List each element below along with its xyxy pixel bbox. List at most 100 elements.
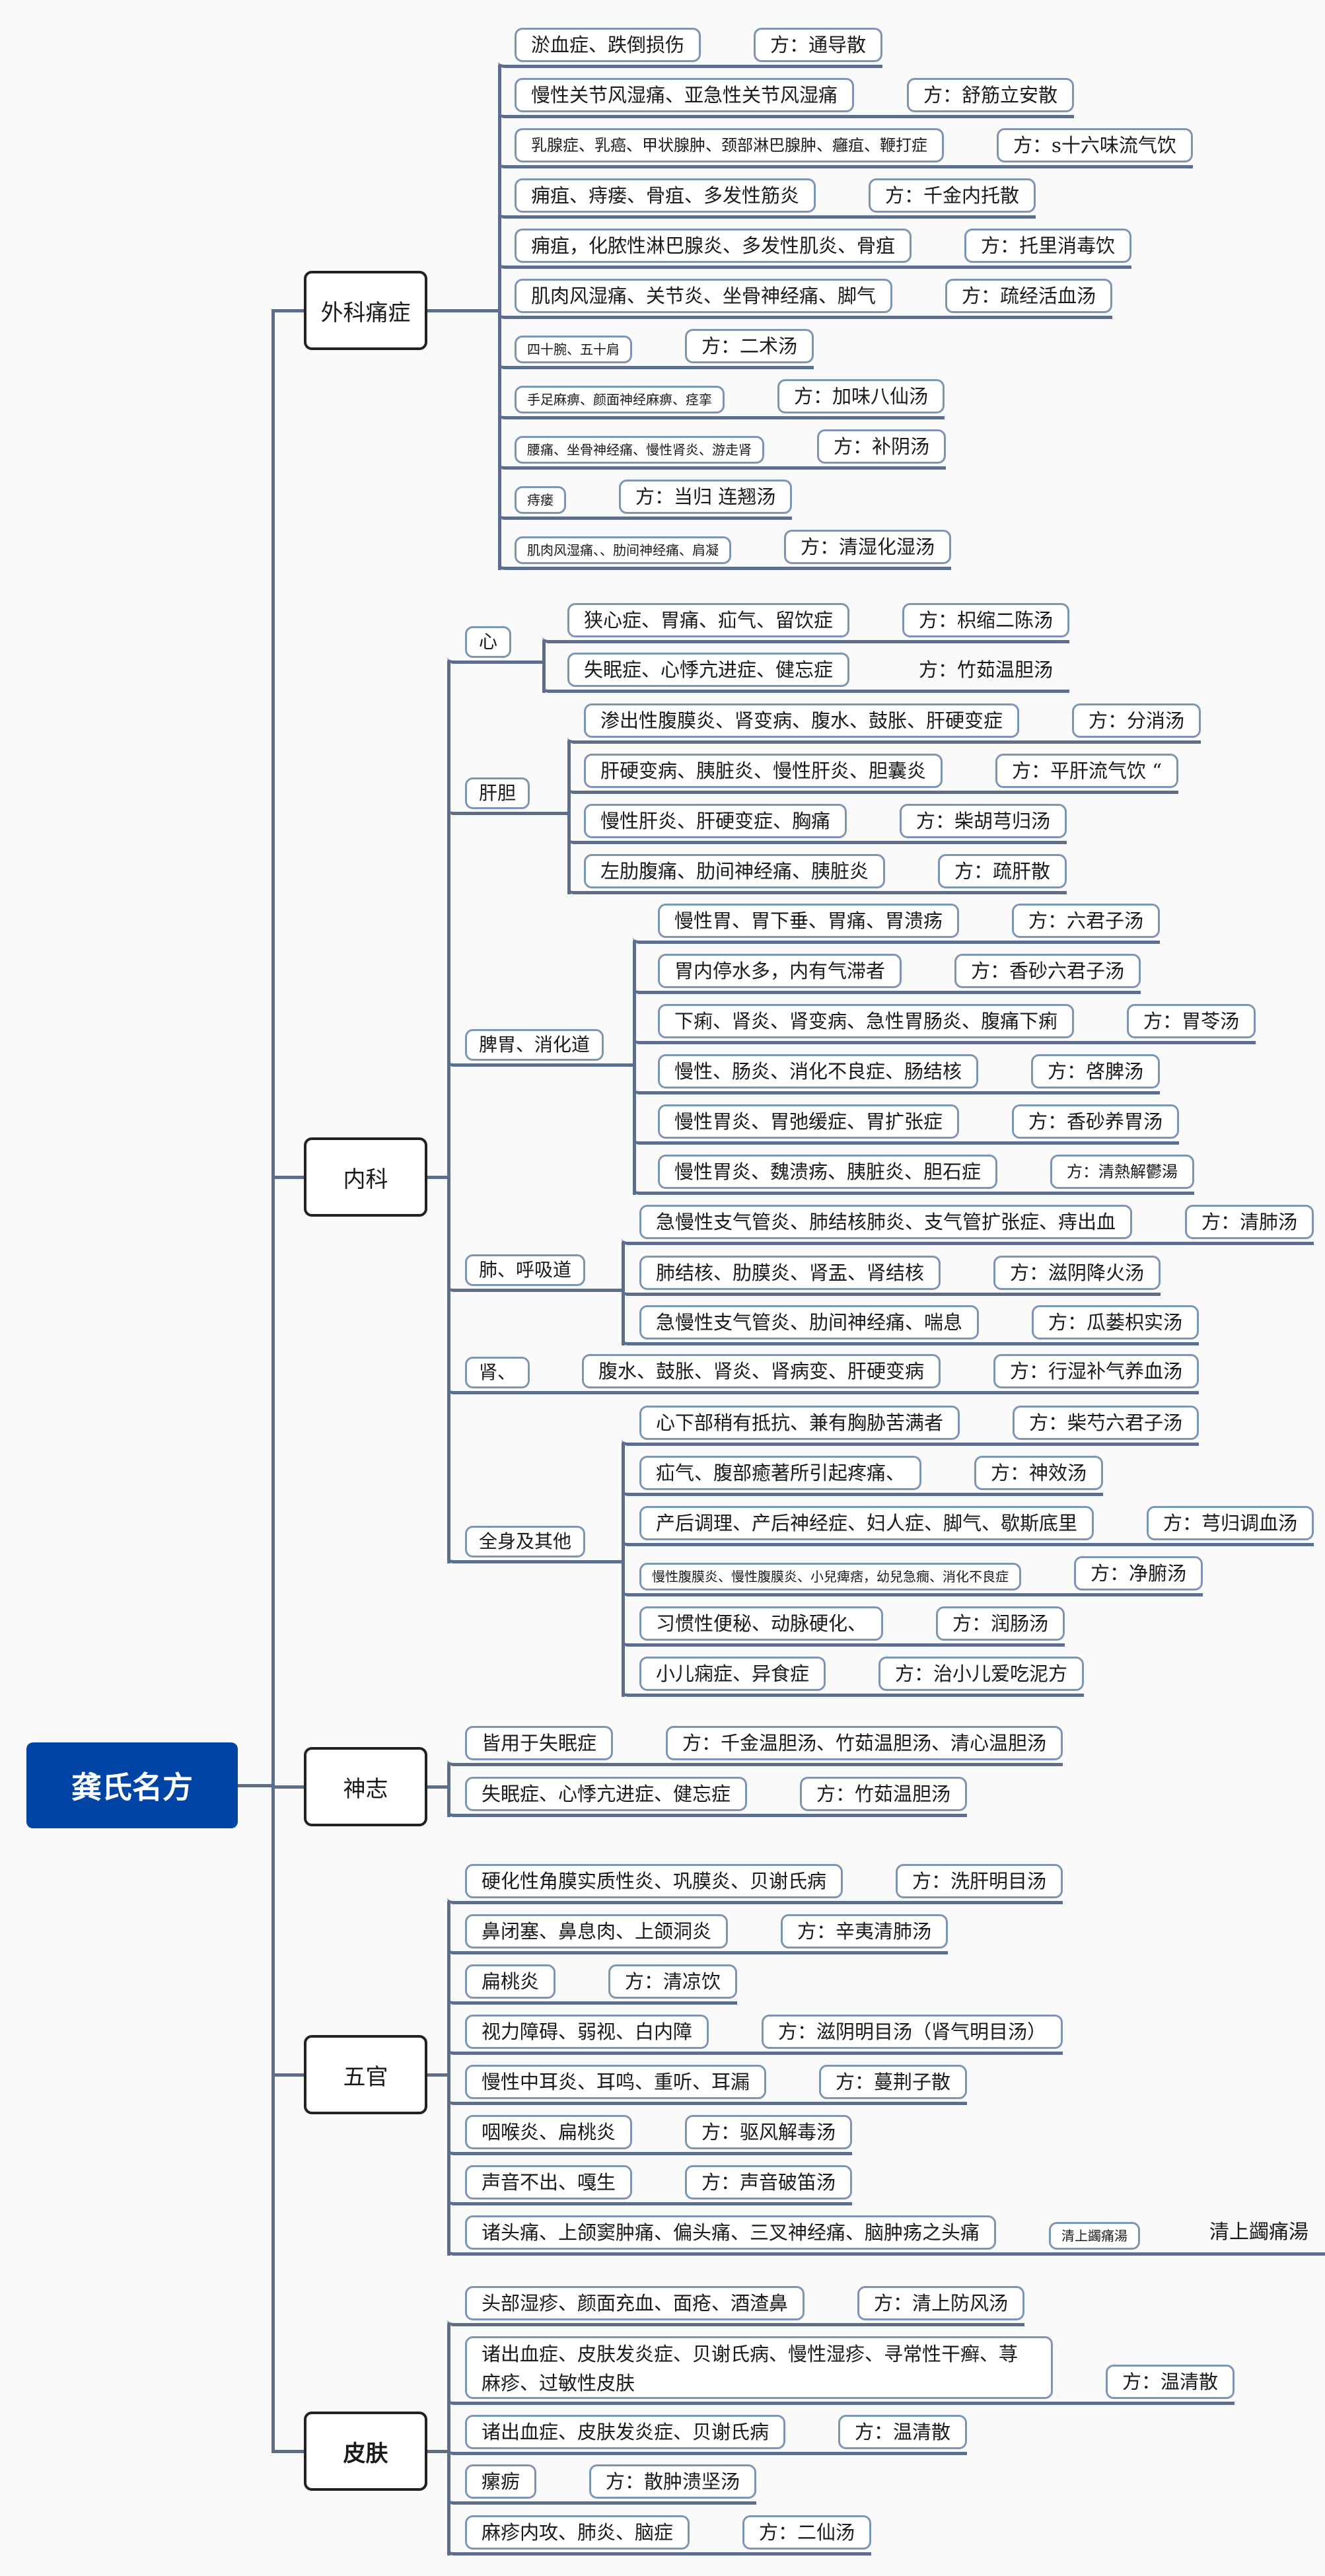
formula-node[interactable]: 方：蔓荆子散 bbox=[819, 2065, 968, 2099]
symptom-node[interactable]: 失眠症、心悸亢进症、健忘症 bbox=[567, 653, 850, 687]
formula-node[interactable]: 方：托里消毒饮 bbox=[964, 229, 1132, 263]
symptom-node[interactable]: 慢性胃炎、胃弛缓症、胃扩张症 bbox=[658, 1104, 960, 1139]
formula-node[interactable]: 方：平肝流气饮 “ bbox=[995, 754, 1179, 788]
symptom-node[interactable]: 慢性、肠炎、消化不良症、肠结核 bbox=[658, 1054, 979, 1089]
formula-node[interactable]: 方：六君子汤 bbox=[1012, 904, 1161, 938]
symptom-node[interactable]: 狭心症、胃痛、疝气、留饮症 bbox=[567, 603, 850, 637]
formula-node[interactable]: 方：加味八仙汤 bbox=[777, 379, 945, 413]
formula-node[interactable]: 方：驱风解毒汤 bbox=[685, 2115, 853, 2149]
formula-node[interactable]: 方：柴胡芎归汤 bbox=[900, 804, 1067, 838]
category-node[interactable]: 神志 bbox=[304, 1747, 427, 1826]
formula-node[interactable]: 方：净腑汤 bbox=[1074, 1556, 1203, 1591]
category-node[interactable]: 外科痛症 bbox=[304, 271, 427, 350]
formula-node[interactable]: 方：补阴汤 bbox=[817, 429, 947, 464]
category-node[interactable]: 五官 bbox=[304, 2035, 427, 2114]
symptom-node[interactable]: 麻疹内攻、肺炎、脑症 bbox=[465, 2515, 690, 2550]
symptom-node[interactable]: 四十腕、五十肩 bbox=[515, 336, 632, 363]
formula-node[interactable]: 方：滋阴降火汤 bbox=[993, 1256, 1161, 1290]
formula-node[interactable]: 方：二术汤 bbox=[685, 329, 814, 363]
symptom-node[interactable]: 肌肉风湿痛、关节炎、坐骨神经痛、脚气 bbox=[515, 279, 893, 313]
formula-node[interactable]: 方：温清散 bbox=[1106, 2365, 1235, 2399]
formula-node[interactable]: 方：香砂养胃汤 bbox=[1012, 1104, 1180, 1139]
formula-node[interactable]: 方：声音破笛汤 bbox=[685, 2165, 853, 2200]
formula-node[interactable]: 方：分消汤 bbox=[1072, 703, 1201, 738]
symptom-node[interactable]: 腹水、鼓胀、肾炎、肾病变、肝硬变病 bbox=[582, 1354, 941, 1388]
symptom-node[interactable]: 硬化性角膜实质性炎、巩膜炎、贝谢氏病 bbox=[465, 1864, 843, 1898]
symptom-node[interactable]: 声音不出、嘎生 bbox=[465, 2165, 633, 2200]
formula-node[interactable]: 方：竹茹温胆汤 bbox=[919, 659, 1054, 681]
symptom-node[interactable]: 产后调理、产后神经症、妇人症、脚气、歇斯底里 bbox=[639, 1506, 1094, 1540]
subcategory-node[interactable]: 肾、 bbox=[465, 1357, 530, 1388]
formula-node[interactable]: 方：瓜蒌枳实汤 bbox=[1032, 1305, 1200, 1340]
formula-node[interactable]: 方：行湿补气养血汤 bbox=[993, 1354, 1200, 1388]
subcategory-node[interactable]: 全身及其他 bbox=[465, 1526, 586, 1557]
symptom-node[interactable]: 慢性中耳炎、耳鸣、重听、耳漏 bbox=[465, 2065, 767, 2099]
symptom-node[interactable]: 瘰疬 bbox=[465, 2464, 537, 2499]
symptom-node[interactable]: 心下部稍有抵抗、兼有胸胁苦满者 bbox=[639, 1406, 960, 1440]
formula-node[interactable]: 方：清湿化湿汤 bbox=[784, 530, 952, 564]
symptom-node[interactable]: 诸出血症、皮肤发炎症、贝谢氏病、慢性湿疹、寻常性干癣、荨麻疹、过敏性皮肤 bbox=[465, 2336, 1053, 2399]
formula-node[interactable]: 方：芎归调血汤 bbox=[1147, 1506, 1314, 1540]
symptom-node[interactable]: 左肋腹痛、肋间神经痛、胰脏炎 bbox=[584, 854, 886, 888]
symptom-node[interactable]: 咽喉炎、扁桃炎 bbox=[465, 2115, 633, 2149]
formula-node[interactable]: 方：枳缩二陈汤 bbox=[902, 603, 1070, 637]
symptom-node[interactable]: 痈疽，化脓性淋巴腺炎、多发性肌炎、骨疽 bbox=[515, 229, 912, 263]
symptom-node[interactable]: 慢性胃炎、魏溃疡、胰脏炎、胆石症 bbox=[658, 1155, 998, 1189]
formula-node[interactable]: 清上蠲痛湯 bbox=[1049, 2222, 1141, 2250]
symptom-node[interactable]: 肺结核、肋膜炎、肾盂、肾结核 bbox=[639, 1256, 941, 1290]
symptom-node[interactable]: 慢性关节风湿痛、亚急性关节风湿痛 bbox=[515, 78, 855, 112]
subcategory-node[interactable]: 肺、呼吸道 bbox=[465, 1254, 586, 1286]
formula-node[interactable]: 方：千金内托散 bbox=[869, 178, 1036, 213]
formula-node[interactable]: 方：散肿溃坚汤 bbox=[589, 2464, 757, 2499]
symptom-node[interactable]: 肝硬变病、胰脏炎、慢性肝炎、胆囊炎 bbox=[584, 754, 943, 788]
symptom-node[interactable]: 痔瘘 bbox=[515, 486, 566, 514]
symptom-node[interactable]: 头部湿疹、颜面充血、面疮、酒渣鼻 bbox=[465, 2286, 805, 2320]
formula-node[interactable]: 方：疏经活血汤 bbox=[945, 279, 1113, 313]
formula-node[interactable]: 方：柴芍六君子汤 bbox=[1013, 1406, 1200, 1440]
formula-node[interactable]: 方：胃苓汤 bbox=[1127, 1004, 1256, 1038]
symptom-node[interactable]: 慢性腹膜炎、慢性腹膜炎、小兒痺痞，幼兒急癇、消化不良症 bbox=[639, 1563, 1021, 1591]
formula-node[interactable]: 方：洗肝明目汤 bbox=[896, 1864, 1063, 1898]
symptom-node[interactable]: 皆用于失眠症 bbox=[465, 1726, 614, 1760]
symptom-node[interactable]: 慢性胃、胃下垂、胃痛、胃溃疡 bbox=[658, 904, 960, 938]
formula-node[interactable]: 方：清肺汤 bbox=[1185, 1205, 1314, 1239]
formula-node[interactable]: 方：当归 连翘汤 bbox=[619, 480, 793, 514]
symptom-node[interactable]: 视力障碍、弱视、白内障 bbox=[465, 2015, 709, 2049]
formula-node[interactable]: 方：竹茹温胆汤 bbox=[800, 1777, 968, 1811]
formula-node[interactable]: 方：二仙汤 bbox=[742, 2515, 872, 2550]
symptom-node[interactable]: 习惯性便秘、动脉硬化、 bbox=[639, 1606, 884, 1641]
symptom-node[interactable]: 诸头痛、上颌窦肿痛、偏头痛、三叉神经痛、脑肿疡之头痛 bbox=[465, 2215, 997, 2250]
root-node[interactable]: 龚氏名方 bbox=[26, 1742, 238, 1828]
symptom-node[interactable]: 急慢性支气管炎、肺结核肺炎、支气管扩张症、痔出血 bbox=[639, 1205, 1133, 1239]
symptom-node[interactable]: 急慢性支气管炎、肋间神经痛、喘息 bbox=[639, 1305, 980, 1340]
symptom-node[interactable]: 慢性肝炎、肝硬变症、胸痛 bbox=[584, 804, 847, 838]
category-node[interactable]: 皮肤 bbox=[304, 2412, 427, 2491]
formula-node[interactable]: 方：清上防风汤 bbox=[857, 2286, 1025, 2320]
formula-node[interactable]: 方：香砂六君子汤 bbox=[954, 954, 1141, 988]
formula-node[interactable]: 方：千金温胆汤、竹茹温胆汤、清心温胆汤 bbox=[666, 1726, 1063, 1760]
formula-node[interactable]: 方：温清散 bbox=[838, 2415, 968, 2449]
symptom-node[interactable]: 扁桃炎 bbox=[465, 1964, 556, 1999]
symptom-node[interactable]: 乳腺症、乳癌、甲状腺肿、颈部淋巴腺肿、癰疽、鞭打症 bbox=[515, 128, 944, 162]
formula-node[interactable]: 方：神效汤 bbox=[974, 1456, 1104, 1490]
symptom-node[interactable]: 渗出性腹膜炎、肾变病、腹水、鼓胀、肝硬变症 bbox=[584, 703, 1020, 738]
symptom-node[interactable]: 疝气、腹部癒著所引起疼痛、 bbox=[639, 1456, 922, 1490]
subcategory-node[interactable]: 脾胃、消化道 bbox=[465, 1029, 604, 1061]
formula-node[interactable]: 方：啓脾汤 bbox=[1031, 1054, 1161, 1089]
symptom-node[interactable]: 诸出血症、皮肤发炎症、贝谢氏病 bbox=[465, 2415, 786, 2449]
symptom-node[interactable]: 失眠症、心悸亢进症、健忘症 bbox=[465, 1777, 748, 1811]
symptom-node[interactable]: 手足麻痹、颜面神经麻痹、痉挛 bbox=[515, 386, 725, 413]
symptom-node[interactable]: 胃内停水多，内有气滞者 bbox=[658, 954, 902, 988]
category-node[interactable]: 内科 bbox=[304, 1137, 427, 1217]
symptom-node[interactable]: 下痢、肾炎、肾变病、急性胃肠炎、腹痛下痢 bbox=[658, 1004, 1075, 1038]
symptom-node[interactable]: 痈疽、痔瘘、骨疽、多发性筋炎 bbox=[515, 178, 816, 213]
symptom-node[interactable]: 小儿痫症、异食症 bbox=[639, 1657, 826, 1691]
formula-node[interactable]: 方：清熱解鬱湯 bbox=[1050, 1155, 1195, 1189]
symptom-node[interactable]: 鼻闭塞、鼻息肉、上颌洞炎 bbox=[465, 1914, 729, 1949]
subcategory-node[interactable]: 肝胆 bbox=[465, 777, 530, 809]
formula-node[interactable]: 方：清凉饮 bbox=[608, 1964, 738, 1999]
formula-node[interactable]: 方：滋阴明目汤（肾气明目汤） bbox=[762, 2015, 1063, 2049]
formula-node[interactable]: 方：s十六味流气饮 bbox=[997, 128, 1193, 162]
formula-node[interactable]: 方：通导散 bbox=[754, 28, 883, 62]
formula-node[interactable]: 方：治小儿爱吃泥方 bbox=[878, 1657, 1085, 1691]
